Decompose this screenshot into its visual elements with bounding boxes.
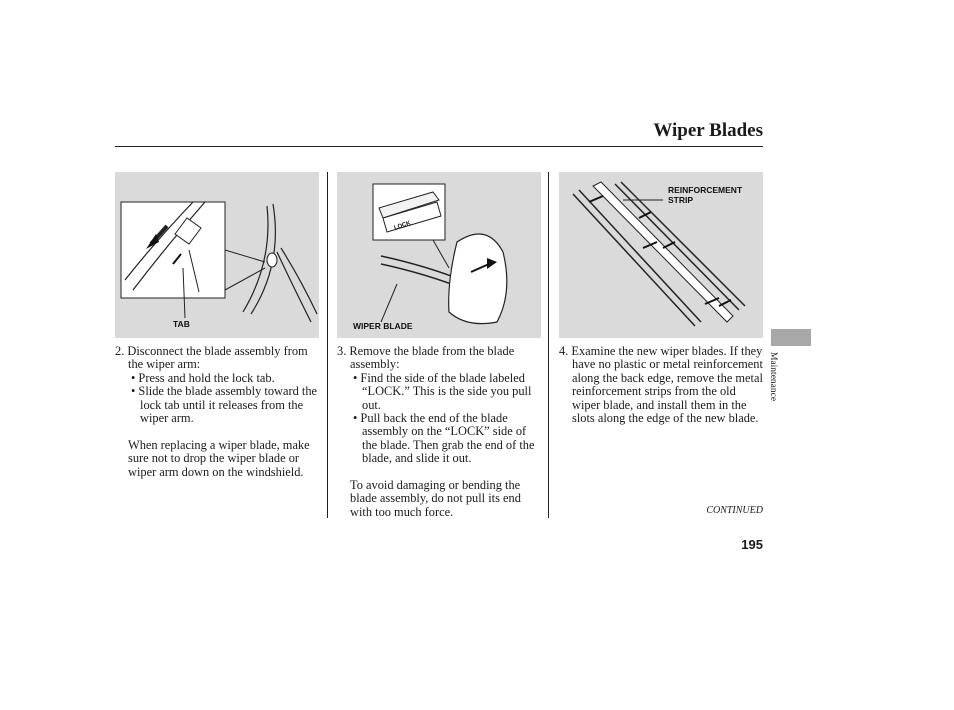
step-2-text: 2. Disconnect the blade assembly from th… [115,344,308,372]
wiper-arm-illustration [120,201,318,323]
continued-label: CONTINUED [706,505,763,516]
figure-reinforcement: REINFORCEMENT STRIP [559,172,763,338]
step-4-text: 4. Examine the new wiper blades. If they… [559,344,763,426]
reinforcement-strip-illustration [572,181,746,327]
bullet-item: • Find the side of the blade labeled “LO… [353,370,532,412]
caution-note: When replacing a wiper blade, make sure … [128,437,310,479]
instructions-column-3: 4. Examine the new wiper blades. If they… [559,344,764,426]
page-number: 195 [741,537,763,552]
blade-removal-illustration [372,183,508,325]
section-label: Maintenance [768,352,778,402]
page-title: Wiper Blades [653,120,763,141]
instructions-column-1: 2. Disconnect the blade assembly from th… [115,344,320,479]
figure-remove-blade: LOCK WIPER BLADE [337,172,541,338]
figure-lock-tab: TAB [115,172,319,338]
bullet-item: • Slide the blade assembly toward the lo… [131,384,318,426]
title-rule [115,146,763,148]
caution-note: To avoid damaging or bending the blade a… [350,478,521,519]
instructions-column-2: 3. Remove the blade from the blade assem… [337,344,542,519]
bullet-item: • Pull back the end of the blade assembl… [353,411,535,466]
step-3-text: 3. Remove the blade from the blade assem… [337,344,515,372]
column-divider [548,172,550,518]
wiper-blade-label: WIPER BLADE [353,321,413,331]
section-tab-marker [771,329,811,346]
column-divider [327,172,329,518]
tab-label: TAB [173,319,190,329]
reinforcement-strip-label: REINFORCEMENT STRIP [668,185,743,205]
bullet-item: • Press and hold the lock tab. [131,370,275,385]
